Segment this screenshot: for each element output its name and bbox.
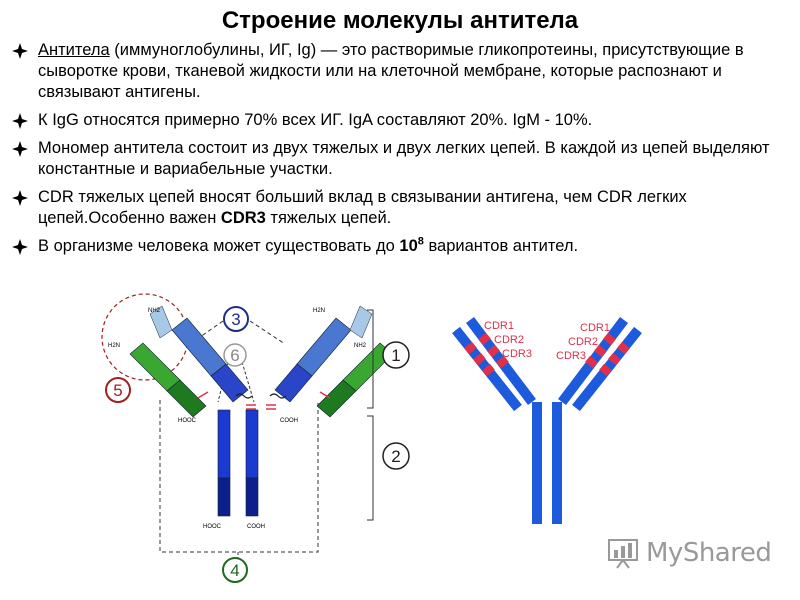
marker-6: 6	[223, 343, 247, 367]
diamond-bullet-icon	[12, 141, 28, 157]
cdr-segments	[464, 332, 630, 377]
right-heavy-constant	[274, 363, 313, 403]
diamond-bullet-icon	[12, 239, 28, 255]
hinge-left	[235, 393, 253, 399]
right-heavy-variable	[296, 317, 352, 377]
bullet-1-lead: Антитела	[38, 41, 110, 59]
left-light-variable	[129, 342, 181, 392]
fc-right-lower	[245, 477, 259, 517]
diamond-bullet-icon	[12, 43, 28, 59]
presentation-icon	[608, 539, 638, 569]
antibody-domain-diagram: NH2 H2N H2N NH2 HOOC COOH HOOC COOH 3 6 …	[101, 293, 410, 583]
fc-dashed-box	[159, 400, 319, 553]
stem-left	[532, 402, 542, 524]
diamond-bullet-icon	[12, 190, 28, 206]
bullet-5: В организме человека может существовать …	[12, 236, 782, 257]
svg-text:2: 2	[391, 447, 400, 466]
slide-title: Строение молекулы антитела	[221, 7, 579, 34]
left-heavy-variable	[171, 317, 227, 377]
h2n-label-right: H2N	[313, 308, 325, 314]
bullet-5-text-before: В организме человека может существовать …	[38, 237, 400, 255]
nh2-label-left: NH2	[148, 308, 161, 314]
cdr2-left: CDR2	[494, 334, 524, 346]
cdr3-left: CDR3	[502, 348, 532, 360]
logo-text: MyShared	[646, 538, 772, 568]
right-heavy-chain	[274, 317, 352, 403]
left-light-chain	[129, 342, 207, 418]
svg-text:4: 4	[230, 561, 239, 580]
bracket-fab	[367, 309, 374, 409]
cdr3-right: CDR3	[556, 350, 586, 362]
bullet-1: Антитела (иммуноглобулины, ИГ, Ig) — это…	[12, 40, 782, 103]
bullet-4: CDR тяжелых цепей вносят больший вклад в…	[12, 187, 782, 229]
nh2-label-right: NH2	[354, 343, 367, 349]
svg-text:6: 6	[230, 346, 239, 365]
antibody-cdr-diagram: CDR1 CDR2 CDR3 CDR1 CDR2 CDR3	[452, 316, 642, 524]
bracket-fc	[367, 415, 374, 521]
svg-text:5: 5	[113, 381, 122, 400]
h2n-label-left: H2N	[108, 343, 120, 349]
bullet-list: Антитела (иммуноглобулины, ИГ, Ig) — это…	[12, 40, 782, 264]
bullet-5-bold-base: 10	[399, 237, 418, 255]
left-light-constant	[166, 379, 207, 418]
marker-4: 4	[222, 557, 248, 583]
svg-text:1: 1	[391, 346, 400, 365]
cdr1-left: CDR1	[484, 320, 514, 332]
bullet-3: Мономер антитела состоит из двух тяжелых…	[12, 138, 782, 180]
bullet-4-text-before: CDR тяжелых цепей вносят больший вклад в…	[38, 188, 687, 227]
marker-3: 3	[223, 306, 249, 332]
left-heavy-tip	[149, 305, 173, 339]
svg-text:3: 3	[231, 310, 240, 329]
bullet-5-bold-sup: 8	[417, 235, 424, 248]
bullet-4-text-after: тяжелых цепей.	[265, 209, 392, 227]
left-heavy-constant	[210, 363, 249, 403]
right-light-constant	[316, 379, 357, 418]
left-heavy-chain	[171, 317, 249, 403]
marker-3-leader-right	[249, 320, 286, 345]
stem-right	[552, 402, 562, 524]
diamond-bullet-icon	[12, 113, 28, 129]
hinge-right	[269, 393, 287, 399]
bullet-2: К IgG относятся примерно 70% всех ИГ. Ig…	[12, 110, 782, 131]
disulfide-bonds	[197, 391, 331, 410]
hooc-label-fc: HOOC	[203, 524, 222, 530]
bullet-1-text: (иммуноглобулины, ИГ, Ig) — это раствори…	[38, 41, 744, 101]
fc-left-lower	[217, 477, 231, 517]
fc-left-upper	[217, 409, 231, 479]
hooc-label-arm: HOOC	[178, 418, 197, 424]
marker-5: 5	[105, 377, 131, 403]
marker-2: 2	[382, 442, 410, 470]
cooh-label-arm: COOH	[280, 418, 298, 424]
myshared-logo: MyShared	[606, 536, 772, 572]
right-heavy-tip	[349, 305, 373, 339]
fc-right-upper	[245, 409, 259, 479]
bullet-3-text: Мономер антитела состоит из двух тяжелых…	[38, 139, 770, 178]
bullet-4-bold: CDR3	[220, 209, 266, 227]
marker-1: 1	[382, 341, 410, 369]
bullet-2-text: К IgG относятся примерно 70% всех ИГ. Ig…	[38, 111, 593, 129]
cdr1-right: CDR1	[580, 322, 610, 334]
cooh-label-fc: COOH	[247, 524, 265, 530]
marker-6-leader-right	[241, 361, 255, 403]
cdr2-right: CDR2	[568, 336, 598, 348]
bullet-5-text-after: вариантов антител.	[423, 237, 579, 255]
